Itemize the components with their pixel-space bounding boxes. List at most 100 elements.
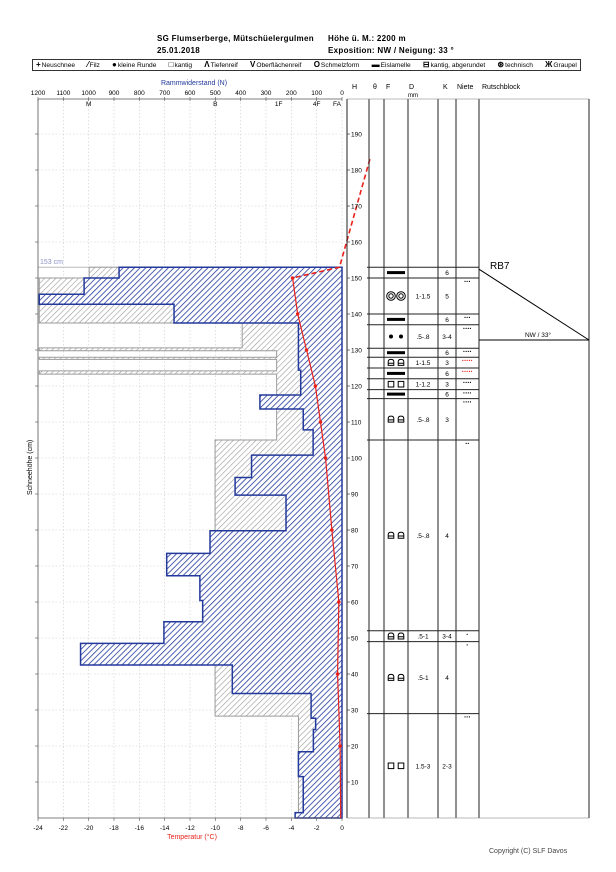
temperature-point [304, 348, 309, 352]
layer-hardness-class: 3 [445, 360, 449, 367]
temp-tick-label: -20 [84, 825, 94, 832]
layer-grain-size: .5-.8 [416, 533, 429, 540]
col-header-h: H [352, 84, 357, 91]
ram-tick-label: 600 [185, 90, 196, 97]
kantig-abgerundet-icon [387, 673, 405, 681]
elevation: Höhe ü. M.: 2200 m [328, 34, 406, 43]
height-tick-label: 120 [351, 384, 362, 391]
col-header-d-unit: mm [408, 93, 418, 99]
temp-tick-label: 0 [340, 825, 344, 832]
temp-tick-label: -6 [263, 825, 269, 832]
exposition: Exposition: NW / Neigung: 33 ° [328, 46, 454, 55]
kantig-abgerundet-icon: ⊟ [422, 60, 430, 69]
col-header-rutschblock: Rutschblock [482, 84, 521, 91]
eislamelle-icon [387, 392, 405, 396]
layer-niete: ••••• [462, 369, 473, 374]
layer-niete: ••• [464, 279, 471, 284]
legend-label: Neuschnee [41, 61, 76, 69]
hand-hardness-label: FA [333, 101, 342, 108]
eislamelle-icon [387, 371, 405, 375]
layer-niete: •• [465, 441, 469, 446]
height-tick-label: 170 [351, 204, 362, 211]
height-tick-label: 100 [351, 456, 362, 463]
legend-item-eislamelle: ▬Eislamelle [372, 61, 411, 69]
height-tick-label: 20 [351, 744, 359, 751]
legend-label: Tiefenreif [210, 61, 238, 69]
legend-label: Filz [89, 61, 100, 69]
temp-tick-label: -22 [59, 825, 69, 832]
height-tick-label: 80 [351, 528, 359, 535]
height-tick-label: 30 [351, 708, 359, 715]
legend-item-kantig-abgerundet: ⊟kantig, abgerundet [423, 61, 485, 69]
rutschblock-slope-line [478, 268, 590, 341]
ram-tick-label: 500 [210, 90, 221, 97]
layer-hardness-class: 6 [445, 317, 449, 324]
ram-tick-label: 300 [261, 90, 272, 97]
legend-label: Oberflächenreif [256, 61, 302, 69]
layer-grain-size: .5-1 [417, 675, 429, 682]
ram-tick-label: 200 [286, 90, 297, 97]
layer-niete: •••• [463, 400, 472, 405]
filz-icon: ⁄ [87, 60, 89, 69]
col-header-niete: Niete [457, 84, 473, 91]
ram-tick-label: 400 [235, 90, 246, 97]
temp-tick-label: -2 [314, 825, 320, 832]
legend-label: kleine Runde [117, 61, 157, 69]
temperature-point [313, 384, 318, 388]
layer-hardness-class: 4 [445, 533, 449, 540]
height-tick-label: 150 [351, 276, 362, 283]
temp-tick-label: -16 [135, 825, 145, 832]
legend-item-filz: ⁄Filz [87, 61, 100, 69]
layer-hardness-class: 6 [445, 371, 449, 378]
kleine-runde-icon [389, 334, 403, 339]
height-tick-label: 180 [351, 168, 362, 175]
temperature-point [318, 420, 323, 424]
temp-tick-label: -14 [160, 825, 170, 832]
rutschblock-orientation: NW / 33° [525, 331, 551, 339]
hand-hardness-label: B [213, 101, 217, 108]
layer-niete: • [466, 643, 468, 648]
eislamelle-icon [387, 351, 405, 355]
legend-label: technisch [505, 61, 533, 69]
layer-hardness-class: 3-4 [442, 334, 452, 341]
layer-hardness-class: 2-3 [442, 763, 452, 770]
legend-label: kantig [174, 61, 193, 69]
layer-grain-size: 1-1.2 [416, 382, 431, 389]
layer-niete: •••• [463, 380, 472, 385]
temp-tick-label: -4 [288, 825, 294, 832]
temperature-point [295, 312, 300, 316]
technisch-icon: ⊛ [497, 60, 505, 69]
col-header-f: F [386, 84, 390, 91]
layer-niete: ••• [464, 315, 471, 320]
layer-hardness-class: 4 [445, 675, 449, 682]
layer-hardness-class: 6 [445, 350, 449, 357]
temperature-point [323, 456, 328, 460]
rutschblock-label: RB7 [490, 261, 510, 272]
ram-tick-label: 900 [109, 90, 120, 97]
layer-hardness-class: 3 [445, 417, 449, 424]
height-tick-label: 140 [351, 312, 362, 319]
legend-item-neuschnee: +Neuschnee [36, 61, 75, 69]
station-name: SG Flumserberge, Mütschüelergulmen [157, 34, 314, 43]
ram-axis-title: Rammwiderstand (N) [161, 80, 227, 87]
layer-niete: •••• [463, 391, 472, 396]
temperature-profile [290, 158, 371, 819]
snow-height-label: 153 cm [40, 259, 63, 266]
height-tick-label: 10 [351, 780, 359, 787]
hand-hardness-label: 4F [313, 101, 321, 108]
layer-hardness-class: 3-4 [442, 634, 452, 641]
layer-grain-size: .5-1 [417, 634, 429, 641]
layer-grain-size: 1-1.5 [416, 294, 431, 301]
y-axis-title: Schneehöhe (cm) [27, 440, 34, 495]
layer-niete: •••• [463, 349, 472, 354]
ram-tick-label: 800 [134, 90, 145, 97]
layer-grain-size: 1.5-3 [416, 763, 431, 770]
height-tick-label: 40 [351, 672, 359, 679]
kantig-icon: □ [168, 60, 174, 69]
legend-item-technisch: ⊛technisch [497, 61, 533, 69]
